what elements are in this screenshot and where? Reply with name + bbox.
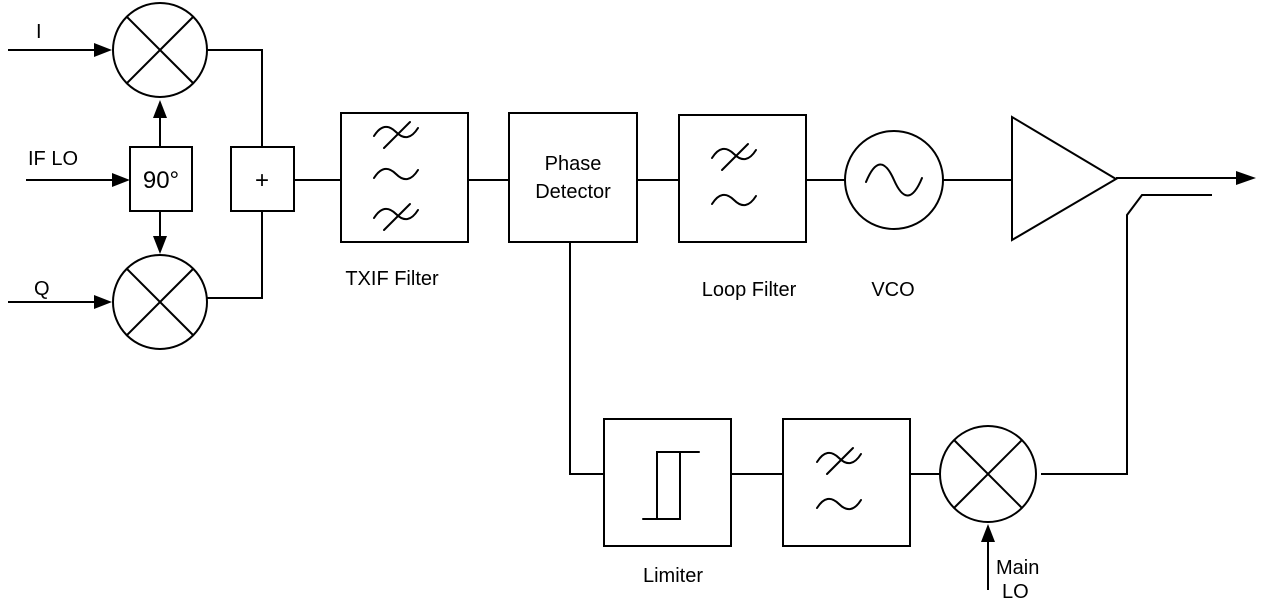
i-input-line bbox=[8, 43, 112, 57]
lo-to-i-mixer-arrow bbox=[153, 100, 167, 147]
input-label-q: Q bbox=[34, 278, 50, 300]
phase-detector bbox=[508, 112, 638, 243]
input-label-i: I bbox=[36, 21, 42, 43]
lo-to-q-mixer-arrow bbox=[153, 211, 167, 254]
if-lo-input-line bbox=[26, 173, 130, 187]
main-lo-label-line1: Main bbox=[996, 557, 1039, 579]
q-mixer-to-summer-wire bbox=[207, 211, 263, 299]
txif-filter-label: TXIF Filter bbox=[345, 268, 439, 290]
phase-detector-label-line1: Phase bbox=[545, 153, 602, 175]
q-input-line bbox=[8, 295, 112, 309]
i-mixer bbox=[112, 2, 208, 98]
output-coupler-wire bbox=[1041, 194, 1212, 475]
input-label-if-lo: IF LO bbox=[28, 148, 78, 170]
phase-detector-feedback-wire bbox=[569, 242, 604, 475]
vco bbox=[844, 130, 944, 230]
i-mixer-to-summer-wire bbox=[207, 49, 263, 147]
power-amplifier bbox=[1011, 115, 1118, 242]
q-mixer bbox=[112, 254, 208, 350]
feedback-mixer bbox=[939, 425, 1037, 523]
phase-shifter-label: 90° bbox=[143, 167, 179, 194]
summer-label: + bbox=[255, 167, 269, 194]
loop-filter-label: Loop Filter bbox=[702, 279, 797, 301]
phase-shifter-90 bbox=[129, 146, 193, 212]
feedback-filter bbox=[782, 418, 911, 547]
main-lo-label-line2: LO bbox=[1002, 581, 1029, 603]
rf-output-arrow bbox=[1116, 171, 1256, 185]
vco-label: VCO bbox=[871, 279, 914, 301]
loop-filter bbox=[678, 114, 807, 243]
phase-detector-label-line2: Detector bbox=[535, 181, 611, 203]
limiter bbox=[603, 418, 732, 547]
txif-filter bbox=[340, 112, 469, 243]
main-lo-input-arrow bbox=[981, 524, 995, 590]
limiter-label: Limiter bbox=[643, 565, 703, 587]
